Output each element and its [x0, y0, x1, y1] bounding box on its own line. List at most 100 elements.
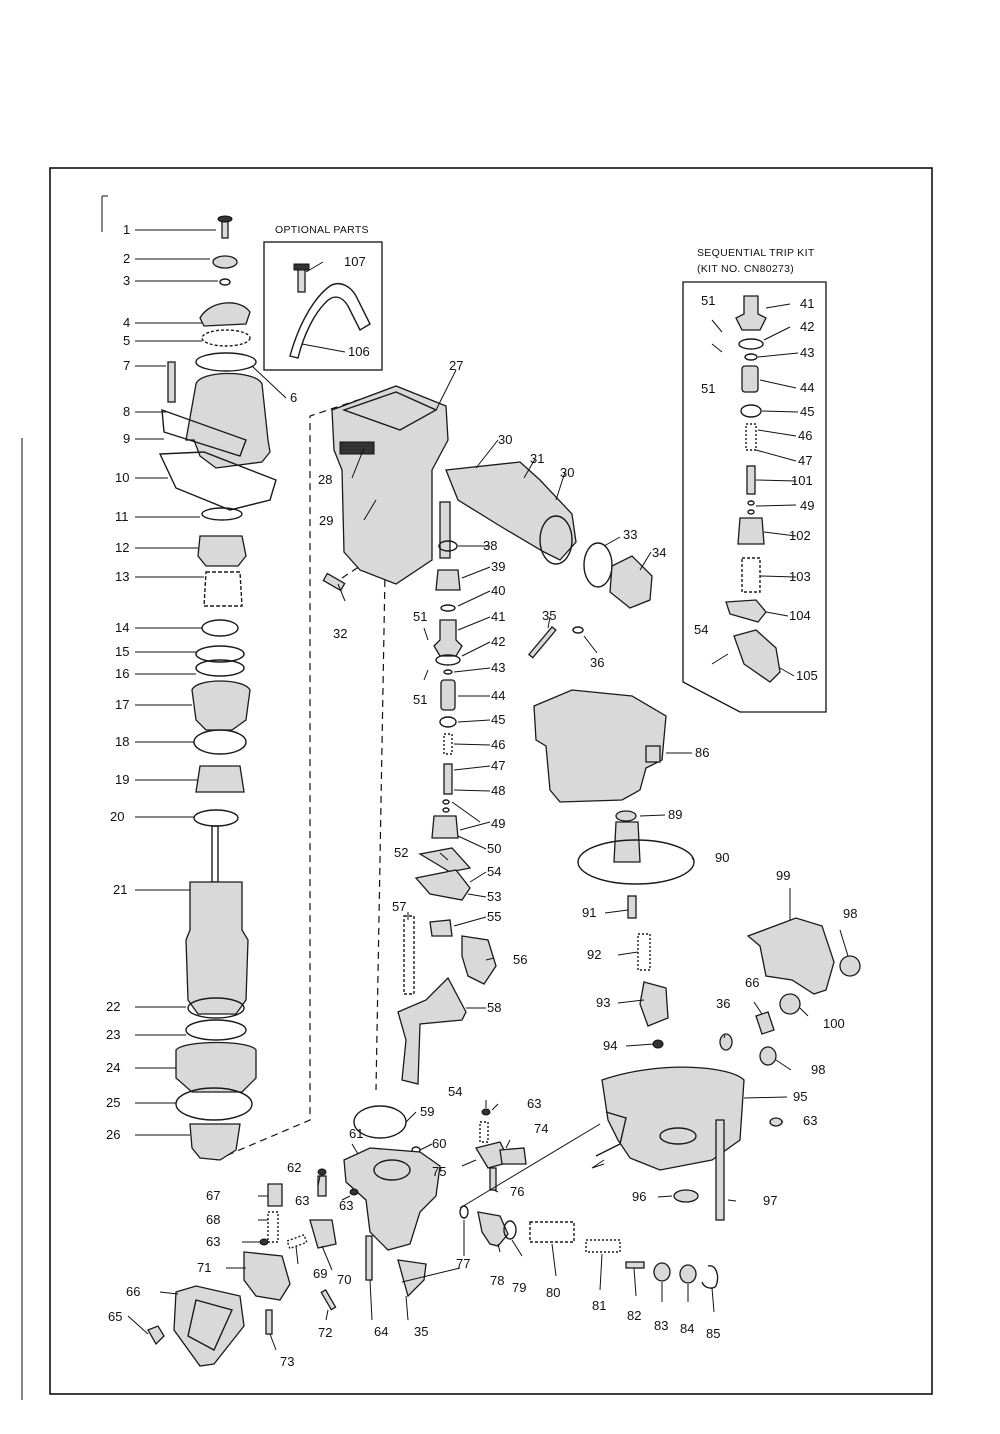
callout: 63 — [339, 1198, 353, 1213]
callout: 56 — [513, 952, 527, 967]
guide-dashed-left — [215, 389, 389, 1161]
bottom-assembly — [343, 1105, 719, 1298]
callout: 102 — [789, 528, 811, 543]
callout: 66 — [126, 1284, 140, 1299]
callout: 95 — [793, 1089, 807, 1104]
callout: 21 — [113, 882, 127, 897]
left-column-parts — [158, 215, 277, 1161]
callout: 60 — [432, 1136, 446, 1151]
callout: 89 — [668, 807, 682, 822]
magazine-assembly — [533, 689, 861, 1221]
callout: 54 — [694, 622, 708, 637]
callout: 106 — [348, 344, 370, 359]
callout: 44 — [800, 380, 814, 395]
callout: 85 — [706, 1326, 720, 1341]
callout: 97 — [763, 1193, 777, 1208]
callout: 81 — [592, 1298, 606, 1313]
callout: 75 — [432, 1164, 446, 1179]
callout: 31 — [530, 451, 544, 466]
callout: 93 — [596, 995, 610, 1010]
diagram-frame — [49, 167, 933, 1395]
callout: 94 — [603, 1038, 617, 1053]
callout: 91 — [582, 905, 596, 920]
callout: 41 — [491, 609, 505, 624]
callout: 86 — [695, 745, 709, 760]
callout: 79 — [512, 1280, 526, 1295]
callout: 24 — [106, 1060, 120, 1075]
body-assembly — [322, 385, 653, 609]
callout: 36 — [590, 655, 604, 670]
callout: 16 — [115, 666, 129, 681]
valve-stack — [397, 540, 584, 1085]
callout: 19 — [115, 772, 129, 787]
optional-parts-box: OPTIONAL PARTS — [263, 224, 383, 371]
optional-parts-title: OPTIONAL PARTS — [275, 224, 369, 236]
callout: 78 — [490, 1273, 504, 1288]
callout: 66 — [745, 975, 759, 990]
kit-number: (KIT NO. CN80273) — [697, 263, 794, 275]
callout: 61 — [349, 1126, 363, 1141]
callout: 72 — [318, 1325, 332, 1340]
callout: 15 — [115, 644, 129, 659]
callout: 55 — [487, 909, 501, 924]
callout: 99 — [776, 868, 790, 883]
callout: 51 — [413, 692, 427, 707]
callout: 48 — [491, 783, 505, 798]
callout: 41 — [800, 296, 814, 311]
callout: 2 — [123, 251, 130, 266]
callout: 49 — [800, 498, 814, 513]
callout: 105 — [796, 668, 818, 683]
callout: 58 — [487, 1000, 501, 1015]
screw-107 — [297, 267, 306, 293]
leader-lines — [127, 229, 849, 1351]
callout: 5 — [123, 333, 130, 348]
callout: 63 — [527, 1096, 541, 1111]
callout: 62 — [287, 1160, 301, 1175]
callout: 13 — [115, 569, 129, 584]
callout: 98 — [843, 906, 857, 921]
callout: 3 — [123, 273, 130, 288]
corner-mark — [101, 195, 108, 232]
callout: 4 — [123, 315, 130, 330]
callout: 70 — [337, 1272, 351, 1287]
callout: 27 — [449, 358, 463, 373]
callout: 7 — [123, 358, 130, 373]
sequential-trip-kit-box: SEQUENTIAL TRIP KIT (KIT NO. CN80273) — [682, 247, 827, 713]
callout: 47 — [491, 758, 505, 773]
callout: 98 — [811, 1062, 825, 1077]
callout: 30 — [560, 465, 574, 480]
callout: 44 — [491, 688, 505, 703]
callout: 54 — [487, 864, 501, 879]
callout: 22 — [106, 999, 120, 1014]
callout: 29 — [319, 513, 333, 528]
callout: 47 — [798, 453, 812, 468]
callout: 54 — [448, 1084, 462, 1099]
callout: 103 — [789, 569, 811, 584]
callout: 90 — [715, 850, 729, 865]
callout: 68 — [206, 1212, 220, 1227]
callout: 14 — [115, 620, 129, 635]
callout: 45 — [491, 712, 505, 727]
callout: 32 — [333, 626, 347, 641]
callout: 35 — [414, 1324, 428, 1339]
callout: 51 — [413, 609, 427, 624]
callout: 53 — [487, 889, 501, 904]
kit-title: SEQUENTIAL TRIP KIT — [697, 247, 815, 259]
trigger-assembly — [147, 1168, 359, 1367]
callout-labels: 1 2 3 4 5 6 7 8 9 10 11 12 13 14 15 16 1… — [106, 222, 857, 1369]
callout: 57 — [392, 899, 406, 914]
callout: 51 — [701, 293, 715, 308]
callout: 40 — [491, 583, 505, 598]
callout: 46 — [491, 737, 505, 752]
callout: 39 — [491, 559, 505, 574]
callout: 12 — [115, 540, 129, 555]
callout: 49 — [491, 816, 505, 831]
callout: 76 — [510, 1184, 524, 1199]
callout: 84 — [680, 1321, 694, 1336]
callout: 67 — [206, 1188, 220, 1203]
callout: 36 — [716, 996, 730, 1011]
callout: 34 — [652, 545, 666, 560]
callout: 23 — [106, 1027, 120, 1042]
callout: 1 — [123, 222, 130, 237]
